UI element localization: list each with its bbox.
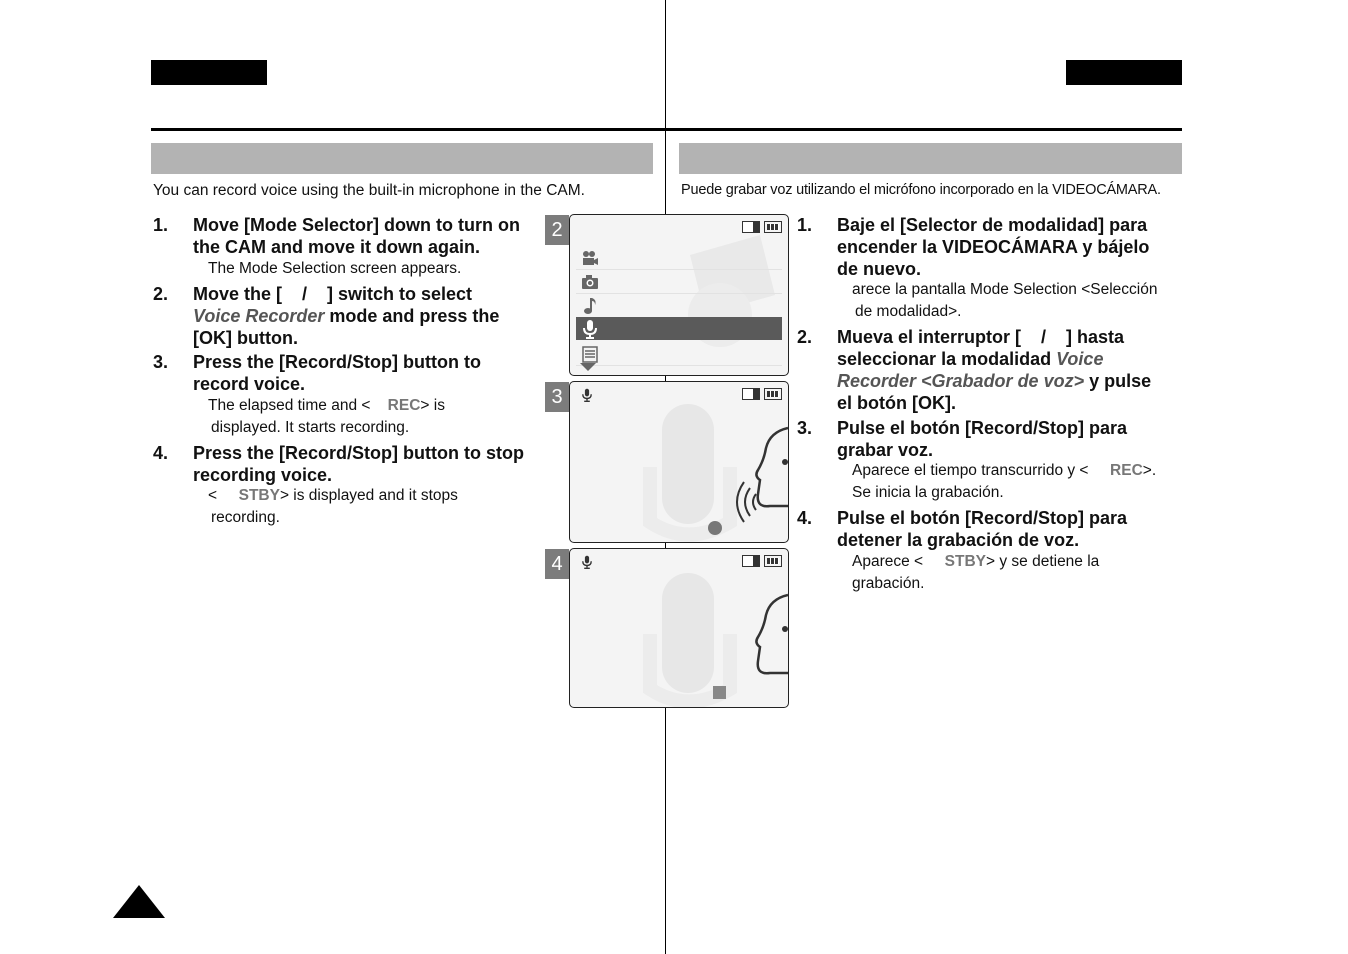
battery-icon <box>764 555 782 567</box>
scroll-down-arrow-icon[interactable] <box>580 363 596 373</box>
spanish-section-bar <box>679 143 1182 174</box>
stby-indicator: STBY <box>238 487 280 504</box>
microphone-icon <box>582 388 592 402</box>
step-number: 2. <box>797 327 813 347</box>
voice-recorder-illustration <box>643 573 788 707</box>
step-number: 1. <box>153 215 169 235</box>
step-number: 3. <box>153 352 169 372</box>
step-text: recording voice. <box>193 465 333 485</box>
voice-recorder-mode-name: Voice <box>1056 349 1104 369</box>
standby-screen <box>569 548 789 708</box>
step-text: Press the [Record/Stop] button to stop <box>193 443 524 463</box>
step-text: encender la VIDEOCÁMARA y bájelo <box>837 237 1150 257</box>
step-number: 3. <box>797 418 813 438</box>
voice-recorder-illustration <box>643 404 788 542</box>
step-text: de nuevo. <box>837 259 922 279</box>
english-section-bar <box>151 143 653 174</box>
english-step-1: 1. Move [Mode Selector] down to turn on … <box>153 214 553 258</box>
microphone-icon <box>583 320 597 339</box>
step-number: 1. <box>797 215 813 235</box>
step-text: grabar voz. <box>837 440 934 460</box>
document-icon <box>582 346 598 363</box>
step-text: Mueva el interruptor [ / ] hasta <box>837 327 1125 347</box>
english-note-3: The elapsed time and < REC> is displayed… <box>208 395 528 439</box>
note-text: > y se detiene la <box>985 553 1100 570</box>
screen-badge-4: 4 <box>545 549 569 579</box>
step-number: 4. <box>153 443 169 463</box>
step-text: Pulse el botón [Record/Stop] para <box>837 418 1128 438</box>
card-icon <box>742 221 760 233</box>
menu-item-music[interactable] <box>576 294 782 318</box>
note-text: Se inicia la grabación. <box>852 484 1004 501</box>
step-text: seleccionar la modalidad <box>837 349 1057 369</box>
card-icon <box>742 388 760 400</box>
stby-indicator: STBY <box>944 553 986 570</box>
english-note-1: The Mode Selection screen appears. <box>208 260 462 277</box>
voice-recorder-mode-name: Recorder <Grabador de voz> <box>837 371 1085 391</box>
menu-item-video[interactable] <box>576 246 782 270</box>
note-text: displayed. It starts recording. <box>211 419 410 436</box>
header-rule <box>151 128 1182 131</box>
english-step-4: 4. Press the [Record/Stop] button to sto… <box>153 442 553 486</box>
note-text: de modalidad>. <box>855 303 962 320</box>
english-note-4: < STBY> is displayed and it stops record… <box>208 485 528 529</box>
spanish-step-2: 2. Mueva el interruptor [ / ] hasta sele… <box>797 326 1182 414</box>
menu-item-photo[interactable] <box>576 270 782 294</box>
step-text: detener la grabación de voz. <box>837 530 1080 550</box>
spanish-step-1: 1. Baje el [Selector de modalidad] para … <box>797 214 1182 280</box>
spanish-intro: Puede grabar voz utilizando el micrófono… <box>681 182 1161 198</box>
battery-icon <box>764 388 782 400</box>
step-text: Move [Mode Selector] down to turn on <box>193 215 520 235</box>
note-text: Aparece el tiempo transcurrido y < <box>852 462 1089 479</box>
note-text: >. <box>1142 462 1157 479</box>
step-text: [OK] button. <box>193 328 298 348</box>
english-language-tab <box>151 60 267 85</box>
camera-icon <box>582 275 598 289</box>
step-text: el botón [OK]. <box>837 393 956 413</box>
rec-indicator: REC <box>387 397 421 414</box>
card-icon <box>742 555 760 567</box>
video-camera-icon <box>583 251 598 265</box>
screen-badge-3: 3 <box>545 382 569 412</box>
spanish-step-4: 4. Pulse el botón [Record/Stop] para det… <box>797 507 1182 551</box>
spanish-language-tab <box>1066 60 1182 85</box>
recording-screen <box>569 381 789 543</box>
spanish-step-3: 3. Pulse el botón [Record/Stop] para gra… <box>797 417 1182 461</box>
note-text: arece la pantalla Mode Selection <Selecc… <box>852 281 1158 298</box>
english-step-2: 2. Move the [ / ] switch to select Voice… <box>153 283 553 349</box>
spanish-note-1: arece la pantalla Mode Selection <Selecc… <box>852 279 1182 323</box>
step-text: Baje el [Selector de modalidad] para <box>837 215 1148 235</box>
step-text: mode and press the <box>324 306 500 326</box>
step-number: 4. <box>797 508 813 528</box>
note-text: The elapsed time and < <box>208 397 371 414</box>
spanish-note-4: Aparece < STBY> y se detiene la grabació… <box>852 551 1182 595</box>
microphone-icon <box>582 555 592 569</box>
step-text: Press the [Record/Stop] button to <box>193 352 481 372</box>
note-text: recording. <box>211 509 280 526</box>
step-text: Move the [ / ] switch to select <box>193 284 473 304</box>
note-text: < <box>208 487 218 504</box>
note-text: Aparece < <box>852 553 924 570</box>
page-corner-triangle-icon <box>113 885 165 918</box>
note-text: > is displayed and it stops <box>279 487 458 504</box>
screen-badge-2: 2 <box>545 215 569 245</box>
battery-icon <box>764 221 782 233</box>
note-text: > is <box>420 397 445 414</box>
step-text: record voice. <box>193 374 306 394</box>
english-step-3: 3. Press the [Record/Stop] button to rec… <box>153 351 553 395</box>
step-text: y pulse <box>1084 371 1152 391</box>
spanish-note-3: Aparece el tiempo transcurrido y < REC>.… <box>852 460 1182 504</box>
step-number: 2. <box>153 284 169 304</box>
rec-indicator: REC <box>1110 462 1143 479</box>
step-text: the CAM and move it down again. <box>193 237 481 257</box>
menu-item-voice-recorder[interactable] <box>576 317 782 340</box>
english-intro: You can record voice using the built-in … <box>153 182 585 199</box>
voice-recorder-mode-name: Voice Recorder <box>193 306 325 326</box>
step-text: Pulse el botón [Record/Stop] para <box>837 508 1128 528</box>
note-text: grabación. <box>852 575 925 592</box>
mode-selection-screen <box>569 214 789 376</box>
menu-item-text[interactable] <box>576 342 782 366</box>
music-note-icon <box>584 298 596 314</box>
